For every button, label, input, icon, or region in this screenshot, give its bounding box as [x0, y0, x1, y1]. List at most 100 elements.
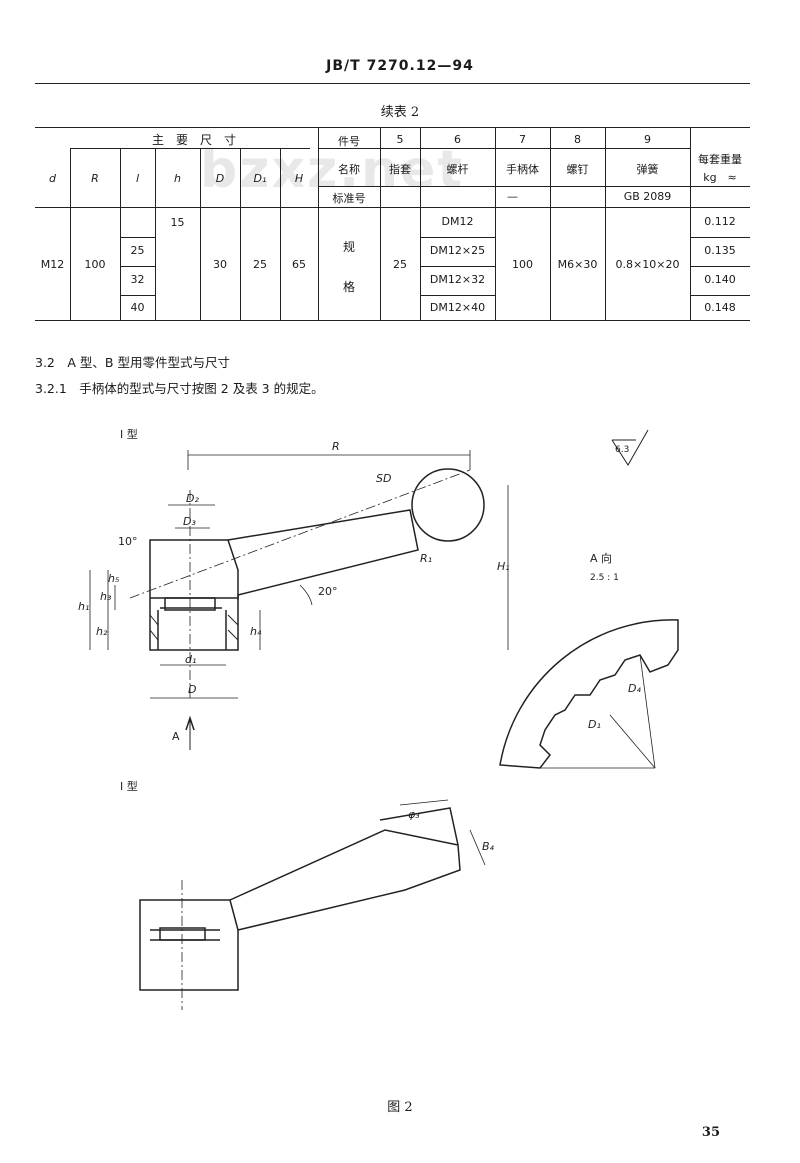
dim-header-H: H [294, 172, 304, 185]
table-rule [35, 207, 750, 208]
cell-weight-3: 0.140 [704, 273, 736, 286]
label-h4: h₄ [250, 625, 262, 638]
weight-header: 每套重量 [698, 153, 742, 166]
label-type-b: I 型 [120, 779, 138, 793]
label-R: R [332, 440, 340, 453]
cell-l-3: 40 [130, 301, 145, 314]
dim-header-D1: D₁ [253, 172, 267, 185]
table-rule [495, 127, 496, 320]
dim-header-D: D [215, 172, 225, 185]
header-rule [35, 83, 750, 84]
table-rule [280, 148, 281, 320]
table-rule [318, 148, 690, 149]
standard-code: JB/T 7270.12—94 [326, 58, 474, 74]
table-rule [605, 127, 606, 320]
col-num-5: 5 [396, 133, 404, 146]
label-angle10: 10° [118, 535, 138, 548]
table-rule [420, 266, 495, 267]
table-rule [120, 266, 155, 267]
cell-weight-2: 0.135 [704, 244, 736, 257]
label-d1: d₁ [185, 653, 196, 666]
col-num-7: 7 [519, 133, 526, 146]
name-part5: 指套 [389, 163, 411, 176]
label-D: D [188, 683, 196, 696]
table-rule [240, 148, 241, 320]
table-rule [155, 148, 156, 320]
table-rule [35, 127, 750, 128]
table-rule [420, 295, 495, 296]
label-R1: R₁ [420, 552, 432, 565]
type-b-handle [139, 799, 486, 1010]
label-h5: h₅ [108, 572, 119, 585]
weight-unit: kg ≈ [703, 171, 737, 184]
cell-part7: 100 [512, 258, 533, 271]
cell-l-1: 25 [130, 244, 145, 257]
table-rule [120, 148, 121, 320]
a-view-gear [499, 619, 679, 769]
label-view-scale: 2.5 : 1 [590, 573, 619, 583]
cell-part8: M6×30 [557, 258, 598, 271]
cell-h: 15 [170, 216, 185, 229]
section-3-2: 3.2 A 型、B 型用零件型式与尺寸 [35, 355, 230, 370]
figure-caption: 图 2 [387, 1100, 413, 1115]
table-rule [420, 237, 495, 238]
name-label: 名称 [338, 163, 360, 176]
label-H1: H₁ [497, 560, 510, 573]
cell-part6-4: DM12×40 [429, 301, 486, 314]
dim-header-l: l [135, 172, 140, 185]
table-rule [70, 148, 71, 320]
table-title: 续表 2 [380, 105, 420, 120]
label-type-a: I 型 [120, 427, 138, 441]
table-rule [420, 127, 421, 320]
cell-part6-2: DM12×25 [429, 244, 486, 257]
label-D3: D₃ [183, 515, 196, 528]
table-rule [70, 148, 310, 149]
cell-part5: 25 [393, 258, 407, 271]
name-part6: 螺杆 [446, 163, 469, 176]
table-rule [380, 127, 381, 320]
cell-l-2: 32 [130, 273, 145, 286]
label-Da: D₄ [628, 682, 641, 695]
col-num-8: 8 [574, 133, 581, 146]
table-rule [318, 127, 319, 320]
col-num-6: 6 [454, 133, 461, 146]
name-part9: 弹簧 [636, 163, 659, 176]
group-header: 主 要 尺 寸 [151, 133, 236, 147]
std-label: 标准号 [332, 192, 366, 205]
section-3-2-1: 3.2.1 手柄体的型式与尺寸按图 2 及表 3 的规定。 [35, 381, 324, 396]
cell-H: 65 [292, 258, 306, 271]
table-rule [120, 237, 155, 238]
dim-header-h: h [174, 172, 181, 185]
label-h2: h₂ [96, 625, 108, 638]
label-B4: B₄ [482, 840, 495, 853]
label-h1: h₁ [78, 600, 89, 613]
watermark: bzxz.net [200, 140, 465, 200]
table-rule [35, 320, 750, 321]
cell-D: 30 [213, 258, 227, 271]
label-h3: h₃ [100, 590, 112, 603]
name-part7: 手柄体 [506, 163, 539, 176]
label-roughness: 6.3 [615, 445, 629, 455]
table-rule [690, 295, 750, 296]
std-dash: — [507, 190, 518, 203]
label-angle20: 20° [318, 585, 338, 598]
merged-label-2: 格 [342, 280, 355, 294]
col-num-label: 件号 [338, 135, 360, 148]
cell-part6-3: DM12×32 [429, 273, 486, 286]
label-D2: D₂ [186, 492, 199, 505]
figure-2-drawing: I 型 R SD R₁ H₁ D₂ D₃ 10° 20° h₁ h₂ h₃ h₄… [78, 427, 679, 1010]
label-Db: D₁ [588, 718, 601, 731]
cell-part6-1: DM12 [441, 215, 474, 228]
table-rule [690, 127, 691, 320]
label-view-title: A 向 [590, 551, 612, 565]
cell-D1: 25 [253, 258, 267, 271]
cell-R: 100 [84, 258, 106, 271]
name-part8: 螺钉 [566, 163, 589, 176]
table-rule [550, 127, 551, 320]
cell-d: M12 [40, 258, 65, 271]
table-rule [120, 295, 155, 296]
cell-part9: 0.8×10×20 [615, 258, 680, 271]
table-rule [200, 148, 201, 320]
dim-header-d: d [49, 172, 56, 185]
table-rule [690, 266, 750, 267]
